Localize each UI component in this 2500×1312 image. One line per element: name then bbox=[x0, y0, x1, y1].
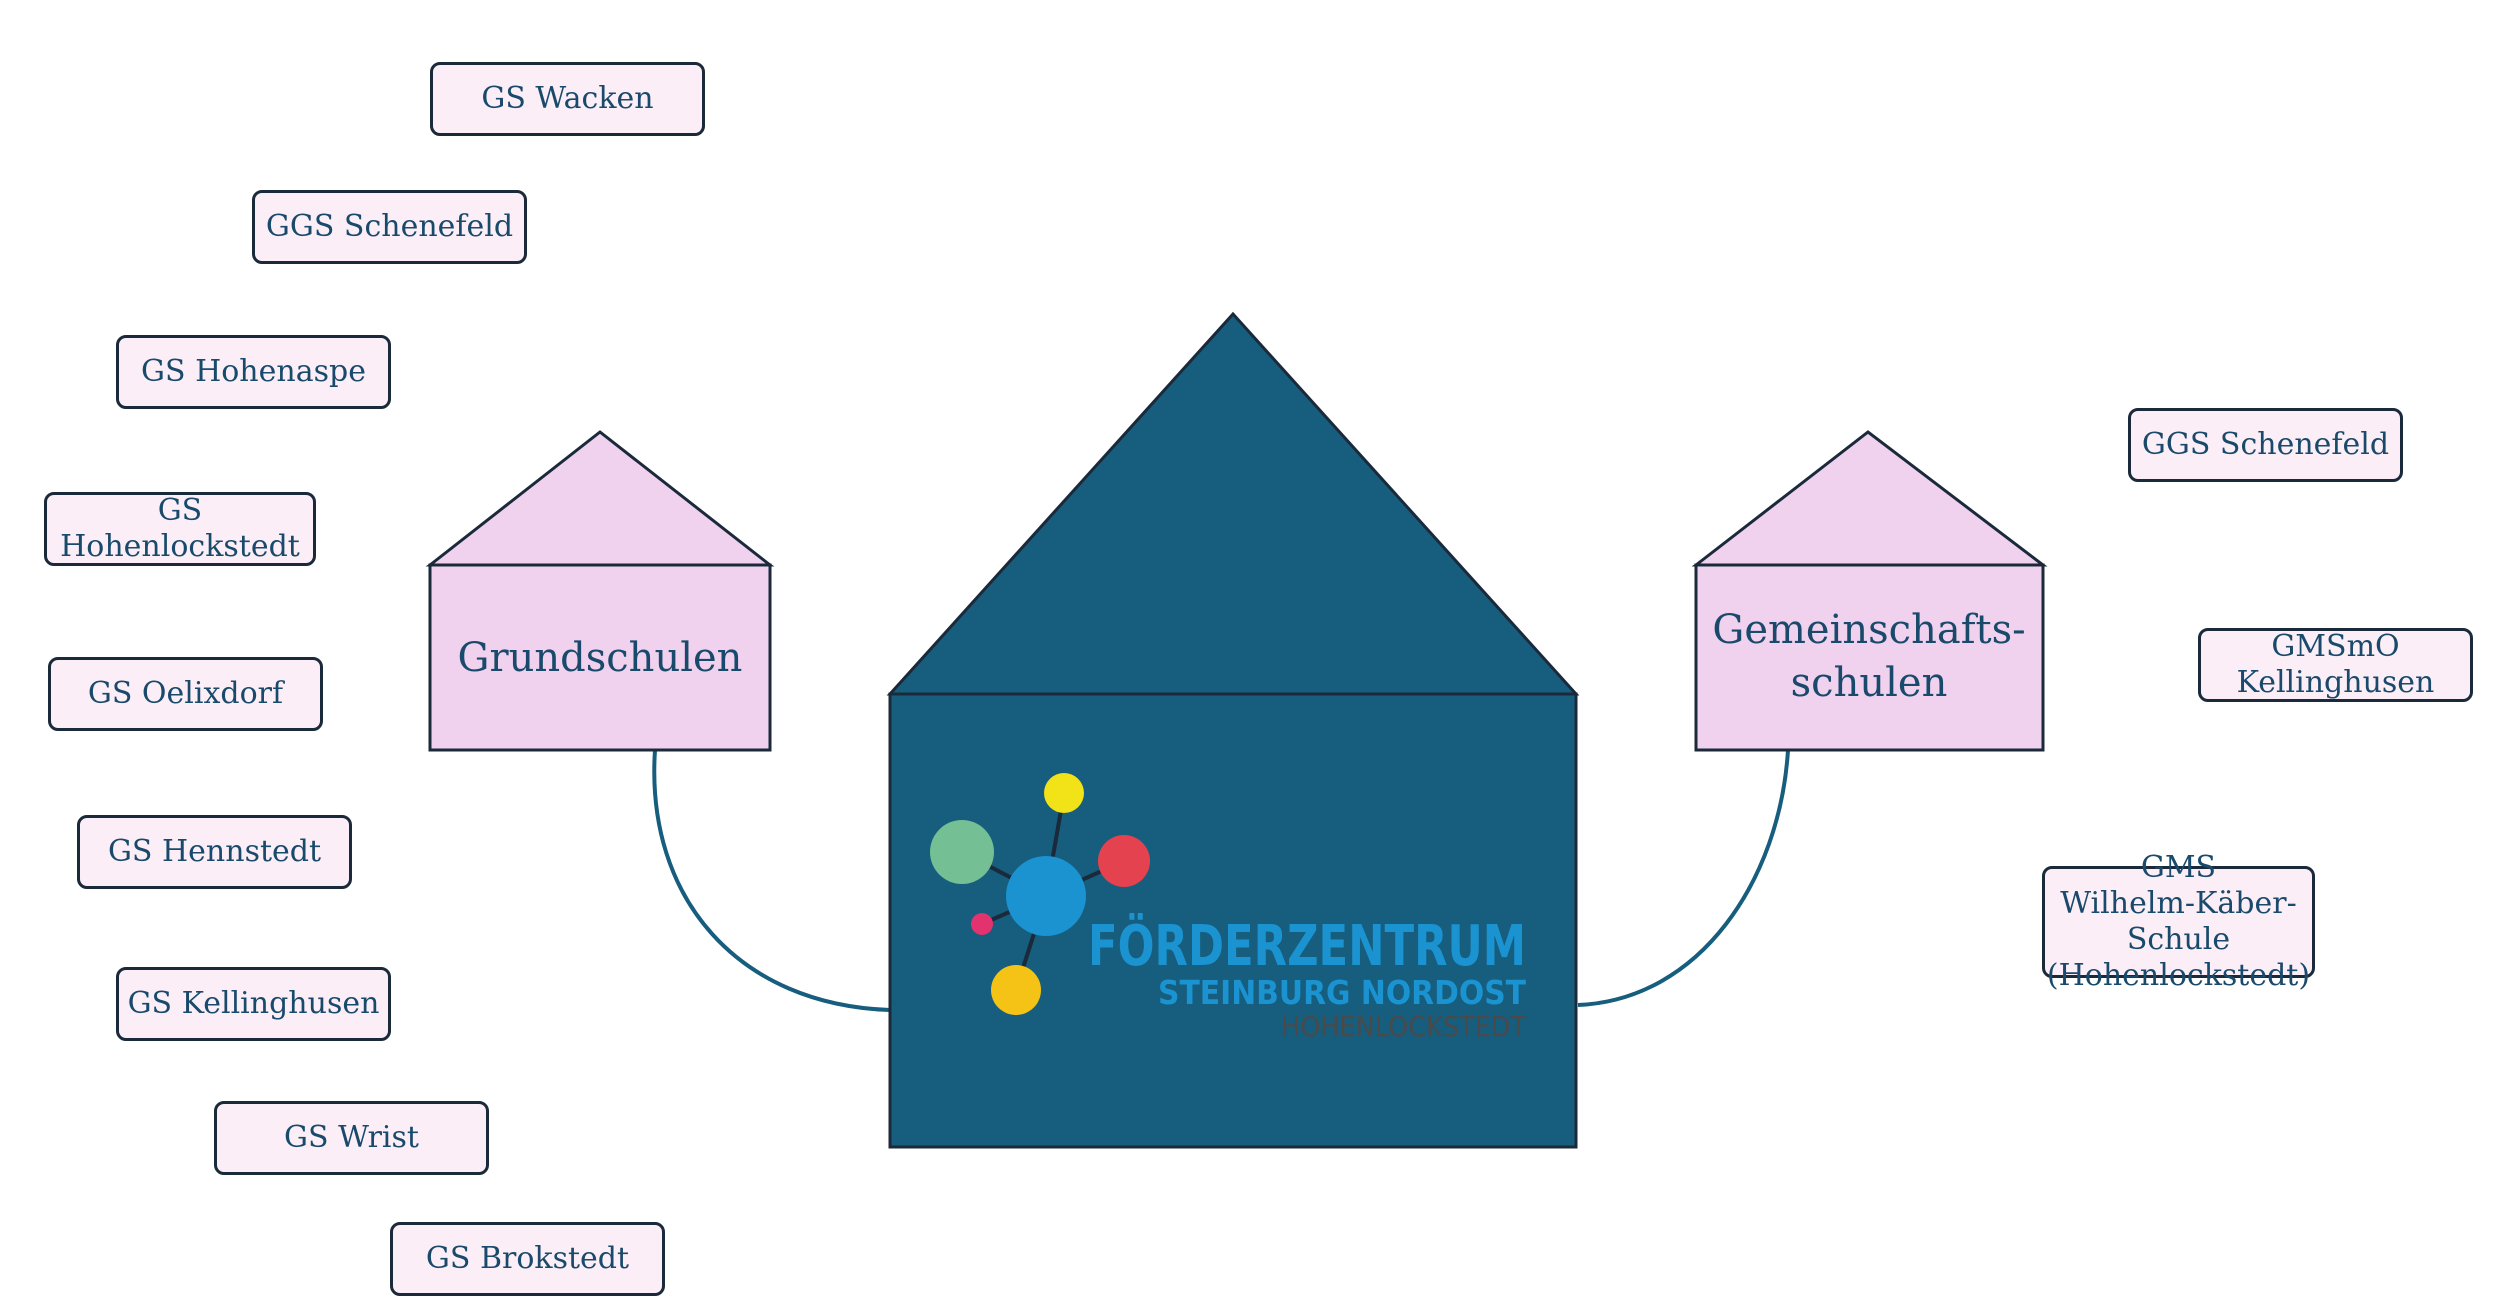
grundschule-box: GS Brokstedt bbox=[390, 1222, 665, 1296]
grundschule-box-text: GS Kellinghusen bbox=[128, 986, 380, 1022]
gemeinschaftsschule-box-text: GGS Schenefeld bbox=[2142, 427, 2389, 463]
grundschule-box-line: Hohenlockstedt bbox=[60, 529, 300, 564]
logo-orange-dot-icon bbox=[991, 965, 1041, 1015]
logo-location: HOHENLOCKSTEDT bbox=[1281, 1010, 1527, 1043]
grundschule-box: GS Kellinghusen bbox=[116, 967, 391, 1041]
grundschule-box-line: GS Wrist bbox=[284, 1120, 419, 1155]
logo-title: FÖRDERZENTRUM bbox=[1088, 914, 1526, 979]
grundschule-box-text: GS Brokstedt bbox=[426, 1241, 629, 1277]
gemeinschaftsschule-box: GGS Schenefeld bbox=[2128, 408, 2403, 482]
gemeinschaftsschule-box-line: Kellinghusen bbox=[2236, 665, 2435, 700]
grundschule-box: GS Wacken bbox=[430, 62, 705, 136]
gemeinschaftsschulen-house-body bbox=[1694, 563, 2045, 752]
connector-left bbox=[652, 749, 891, 1012]
main-house bbox=[886, 311, 1580, 1149]
grundschule-box-line: GS Kellinghusen bbox=[127, 986, 380, 1021]
grundschule-box-text: GS Hennstedt bbox=[108, 834, 321, 870]
grundschule-box-line: GS Wacken bbox=[481, 81, 654, 116]
gemeinschaftsschulen-house-roof bbox=[1691, 430, 2048, 567]
gemeinschaftsschulen-house: Gemeinschafts- schulen bbox=[1691, 430, 2048, 752]
foerderzentrum-logo: FÖRDERZENTRUM STEINBURG NORDOST HOHENLOC… bbox=[930, 773, 1527, 1043]
grundschule-box: GGS Schenefeld bbox=[252, 190, 527, 264]
grundschule-box-text: GS Hohenaspe bbox=[141, 354, 366, 390]
grundschule-box: GS Hennstedt bbox=[77, 815, 352, 889]
grundschule-box-line: GS Oelixdorf bbox=[87, 676, 284, 711]
gemeinschaftsschule-box-line: (Hohenlockstedt) bbox=[2046, 958, 2311, 993]
gemeinschaftsschule-box-line: GMSmO bbox=[2271, 629, 2400, 664]
grundschule-box: GS Hohenaspe bbox=[116, 335, 391, 409]
grundschulen-house-body bbox=[428, 563, 772, 752]
main-house-roof bbox=[886, 311, 1580, 696]
logo-pink-dot-icon bbox=[971, 913, 993, 935]
grundschule-box-text: GGS Schenefeld bbox=[266, 209, 513, 245]
logo-blue-dot-icon bbox=[1006, 856, 1086, 936]
logo-red-dot-icon bbox=[1098, 835, 1150, 887]
grundschule-box-text: GS Wrist bbox=[284, 1120, 419, 1156]
gemeinschaftsschule-box-line: GMS bbox=[2140, 850, 2217, 885]
grundschulen-label: Grundschulen bbox=[458, 635, 743, 681]
grundschule-box-line: GS Hennstedt bbox=[107, 834, 322, 869]
connector-right bbox=[1577, 749, 1790, 1007]
logo-yellow-dot-icon bbox=[1044, 773, 1084, 813]
grundschule-box-line: GS Brokstedt bbox=[425, 1241, 630, 1276]
grundschule-box-line: GGS Schenefeld bbox=[265, 209, 514, 244]
grundschule-box-line: GS bbox=[157, 493, 203, 528]
main-house-body bbox=[888, 692, 1578, 1149]
gemeinschaftsschule-box-line: Wilhelm-Käber-Schule bbox=[2060, 886, 2297, 957]
grundschule-box: GS Wrist bbox=[214, 1101, 489, 1175]
grundschule-box-text: GS Wacken bbox=[481, 81, 653, 117]
gemeinschaftsschule-box-line: GGS Schenefeld bbox=[2141, 427, 2390, 462]
grundschulen-house: Grundschulen bbox=[425, 430, 775, 752]
gemeinschaftsschulen-label-line2: schulen bbox=[1791, 660, 1948, 706]
grundschulen-house-roof bbox=[425, 430, 775, 567]
grundschule-box: GS Oelixdorf bbox=[48, 657, 323, 731]
gemeinschaftsschulen-label-line1: Gemeinschafts- bbox=[1712, 607, 2025, 653]
logo-subtitle: STEINBURG NORDOST bbox=[1158, 973, 1526, 1012]
logo-green-dot-icon bbox=[930, 820, 994, 884]
grundschule-box-text: GS Oelixdorf bbox=[88, 676, 283, 712]
grundschule-box-line: GS Hohenaspe bbox=[141, 354, 366, 389]
